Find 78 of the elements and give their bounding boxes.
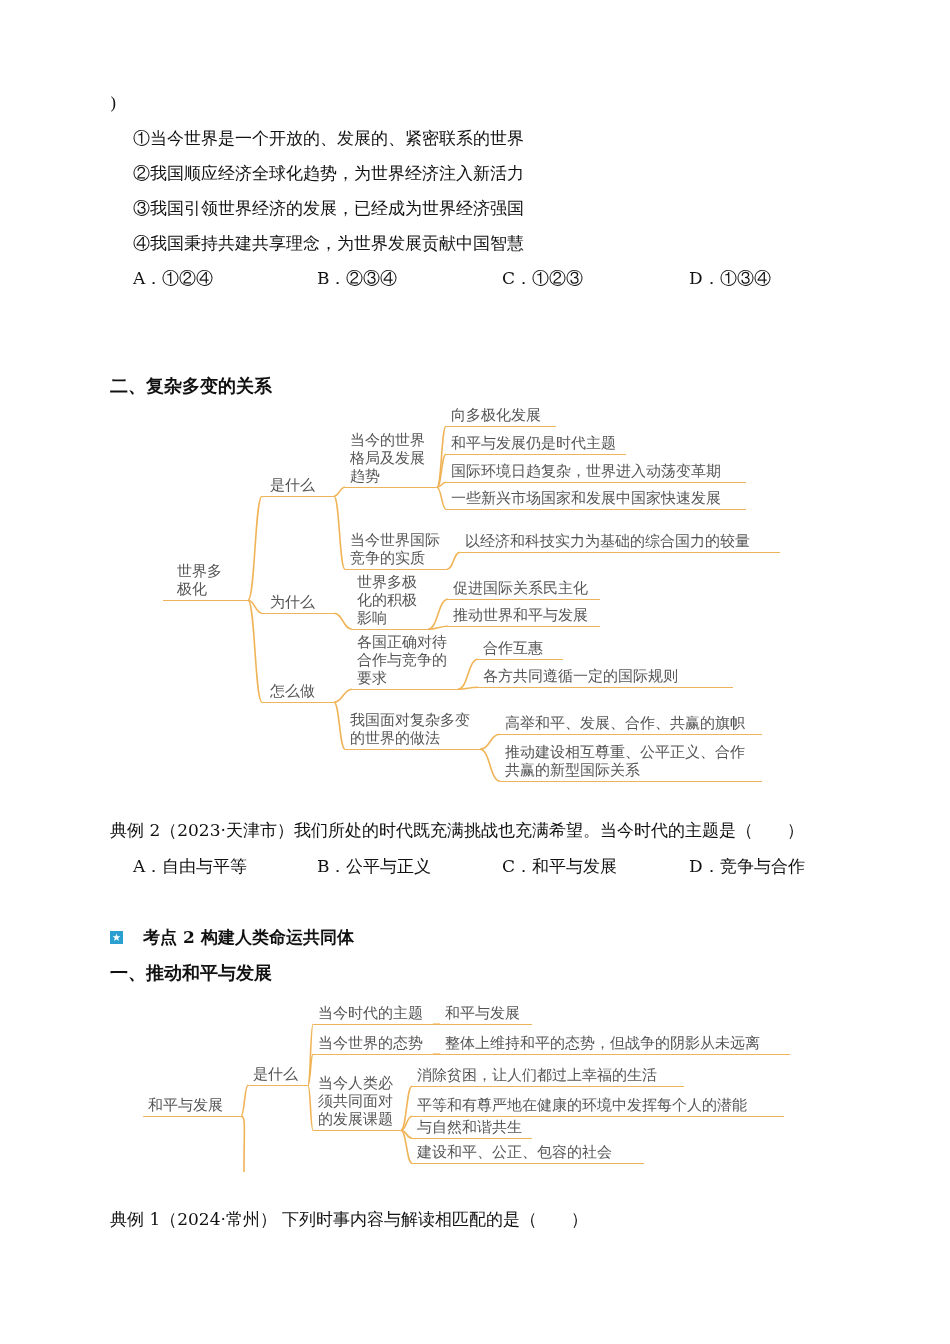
topic-node: 和平与发展 — [440, 1004, 532, 1025]
answer-option: C．和平与发展 — [502, 856, 617, 877]
branch-line — [427, 598, 449, 630]
topic-node: 当今人类必须共同面对的发展课题 — [313, 1074, 401, 1131]
branch-line — [307, 1084, 314, 1131]
topic-node: 是什么 — [262, 476, 334, 497]
branch-line — [432, 1053, 441, 1055]
branch-line — [240, 1084, 249, 1117]
section-heading: 考点 2 构建人类命运共同体 — [143, 927, 354, 948]
branch-line — [432, 1023, 441, 1025]
branch-line — [427, 625, 449, 630]
branch-line — [436, 453, 447, 488]
branch-line — [333, 688, 353, 703]
branch-line — [479, 748, 501, 782]
topic-node: 各国正确对待合作与竞争的要求 — [352, 633, 458, 690]
topic-node: 为什么 — [262, 593, 334, 614]
topic-node: 当今的世界格局及发展趋势 — [345, 431, 437, 488]
branch-line — [333, 701, 346, 750]
topic-node: 国际环境日趋复杂，世界进入动荡变革期 — [446, 462, 746, 483]
branch-line — [400, 1115, 413, 1131]
answer-statement: ①当今世界是一个开放的、发展的、紧密联系的世界 — [133, 128, 524, 149]
branch-line — [479, 733, 501, 750]
branch-line — [247, 495, 263, 601]
branch-line — [436, 486, 447, 510]
topic-node: 以经济和科技实力为基础的综合国力的较量 — [460, 532, 780, 553]
topic-node: 当今时代的主题 — [313, 1004, 433, 1025]
section-heading: 一、推动和平与发展 — [110, 962, 272, 983]
answer-option: D．①③④ — [689, 268, 771, 289]
answer-statement: ④我国秉持共建共享理念，为世界发展贡献中国智慧 — [133, 233, 524, 254]
topic-node: 怎么做 — [262, 682, 334, 703]
topic-node: 我国面对复杂多变的世界的做法 — [345, 711, 480, 750]
answer-statement: ③我国引领世界经济的发展，已经成为世界经济强国 — [133, 198, 524, 219]
branch-line — [457, 686, 479, 690]
topic-node: 推动世界和平与发展 — [448, 606, 600, 627]
example-question: 典例 1（2024·常州） 下列时事内容与解读相匹配的是（ ） — [110, 1209, 589, 1230]
branch-line — [457, 658, 479, 690]
branch-line — [247, 599, 263, 614]
topic-node: 高举和平、发展、合作、共赢的旗帜 — [500, 714, 762, 735]
section-heading: 二、复杂多变的关系 — [110, 375, 272, 396]
branch-line — [240, 1115, 246, 1173]
topic-node: 促进国际关系民主化 — [448, 579, 600, 600]
branch-line — [446, 551, 461, 570]
central-topic: 世界多极化 — [163, 562, 248, 601]
topic-node: 建设和平、公正、包容的社会 — [412, 1143, 644, 1164]
answer-option: A．自由与平等 — [133, 856, 248, 877]
answer-option: D．竞争与合作 — [689, 856, 805, 877]
topic-node: 推动建设相互尊重、公平正义、合作共赢的新型国际关系 — [500, 743, 762, 782]
topic-node: 整体上维持和平的态势，但战争的阴影从未远离 — [440, 1034, 790, 1055]
example-question: 典例 2（2023·天津市）我们所处的时代既充满挑战也充满希望。当今时代的主题是（ ） — [110, 820, 804, 841]
topic-node: 合作互惠 — [478, 639, 563, 660]
branch-line — [333, 486, 346, 497]
topic-node: 消除贫困，让人们都过上幸福的生活 — [412, 1066, 684, 1087]
topic-node: 当今世界的态势 — [313, 1034, 433, 1055]
branch-line — [436, 425, 447, 488]
topic-node: 与自然和谐共生 — [412, 1118, 532, 1139]
topic-node: 是什么 — [248, 1065, 308, 1086]
answer-option: B．公平与正义 — [317, 856, 432, 877]
branch-line — [400, 1129, 413, 1139]
topic-node: 平等和有尊严地在健康的环境中发挥每个人的潜能 — [412, 1096, 784, 1117]
topic-node: 一些新兴市场国家和发展中国家快速发展 — [446, 489, 746, 510]
branch-line — [247, 599, 263, 703]
branch-line — [333, 495, 346, 570]
topic-node: 各方共同遵循一定的国际规则 — [478, 667, 733, 688]
topic-node: 当今世界国际竞争的实质 — [345, 531, 447, 570]
branch-line — [400, 1129, 413, 1164]
question-text: ) — [110, 93, 117, 114]
branch-line — [400, 1085, 413, 1131]
central-topic: 和平与发展 — [143, 1096, 241, 1117]
answer-option: C．①②③ — [502, 268, 583, 289]
topic-node: 和平与发展仍是时代主题 — [446, 434, 626, 455]
answer-statement: ②我国顺应经济全球化趋势，为世界经济注入新活力 — [133, 163, 524, 184]
branch-line — [436, 481, 447, 488]
answer-option: A．①②④ — [133, 268, 214, 289]
answer-option: B．②③④ — [317, 268, 398, 289]
branch-line — [333, 612, 353, 630]
topic-node: 向多极化发展 — [446, 406, 556, 427]
topic-node: 世界多极化的积极影响 — [352, 573, 428, 630]
branch-line — [307, 1053, 314, 1086]
